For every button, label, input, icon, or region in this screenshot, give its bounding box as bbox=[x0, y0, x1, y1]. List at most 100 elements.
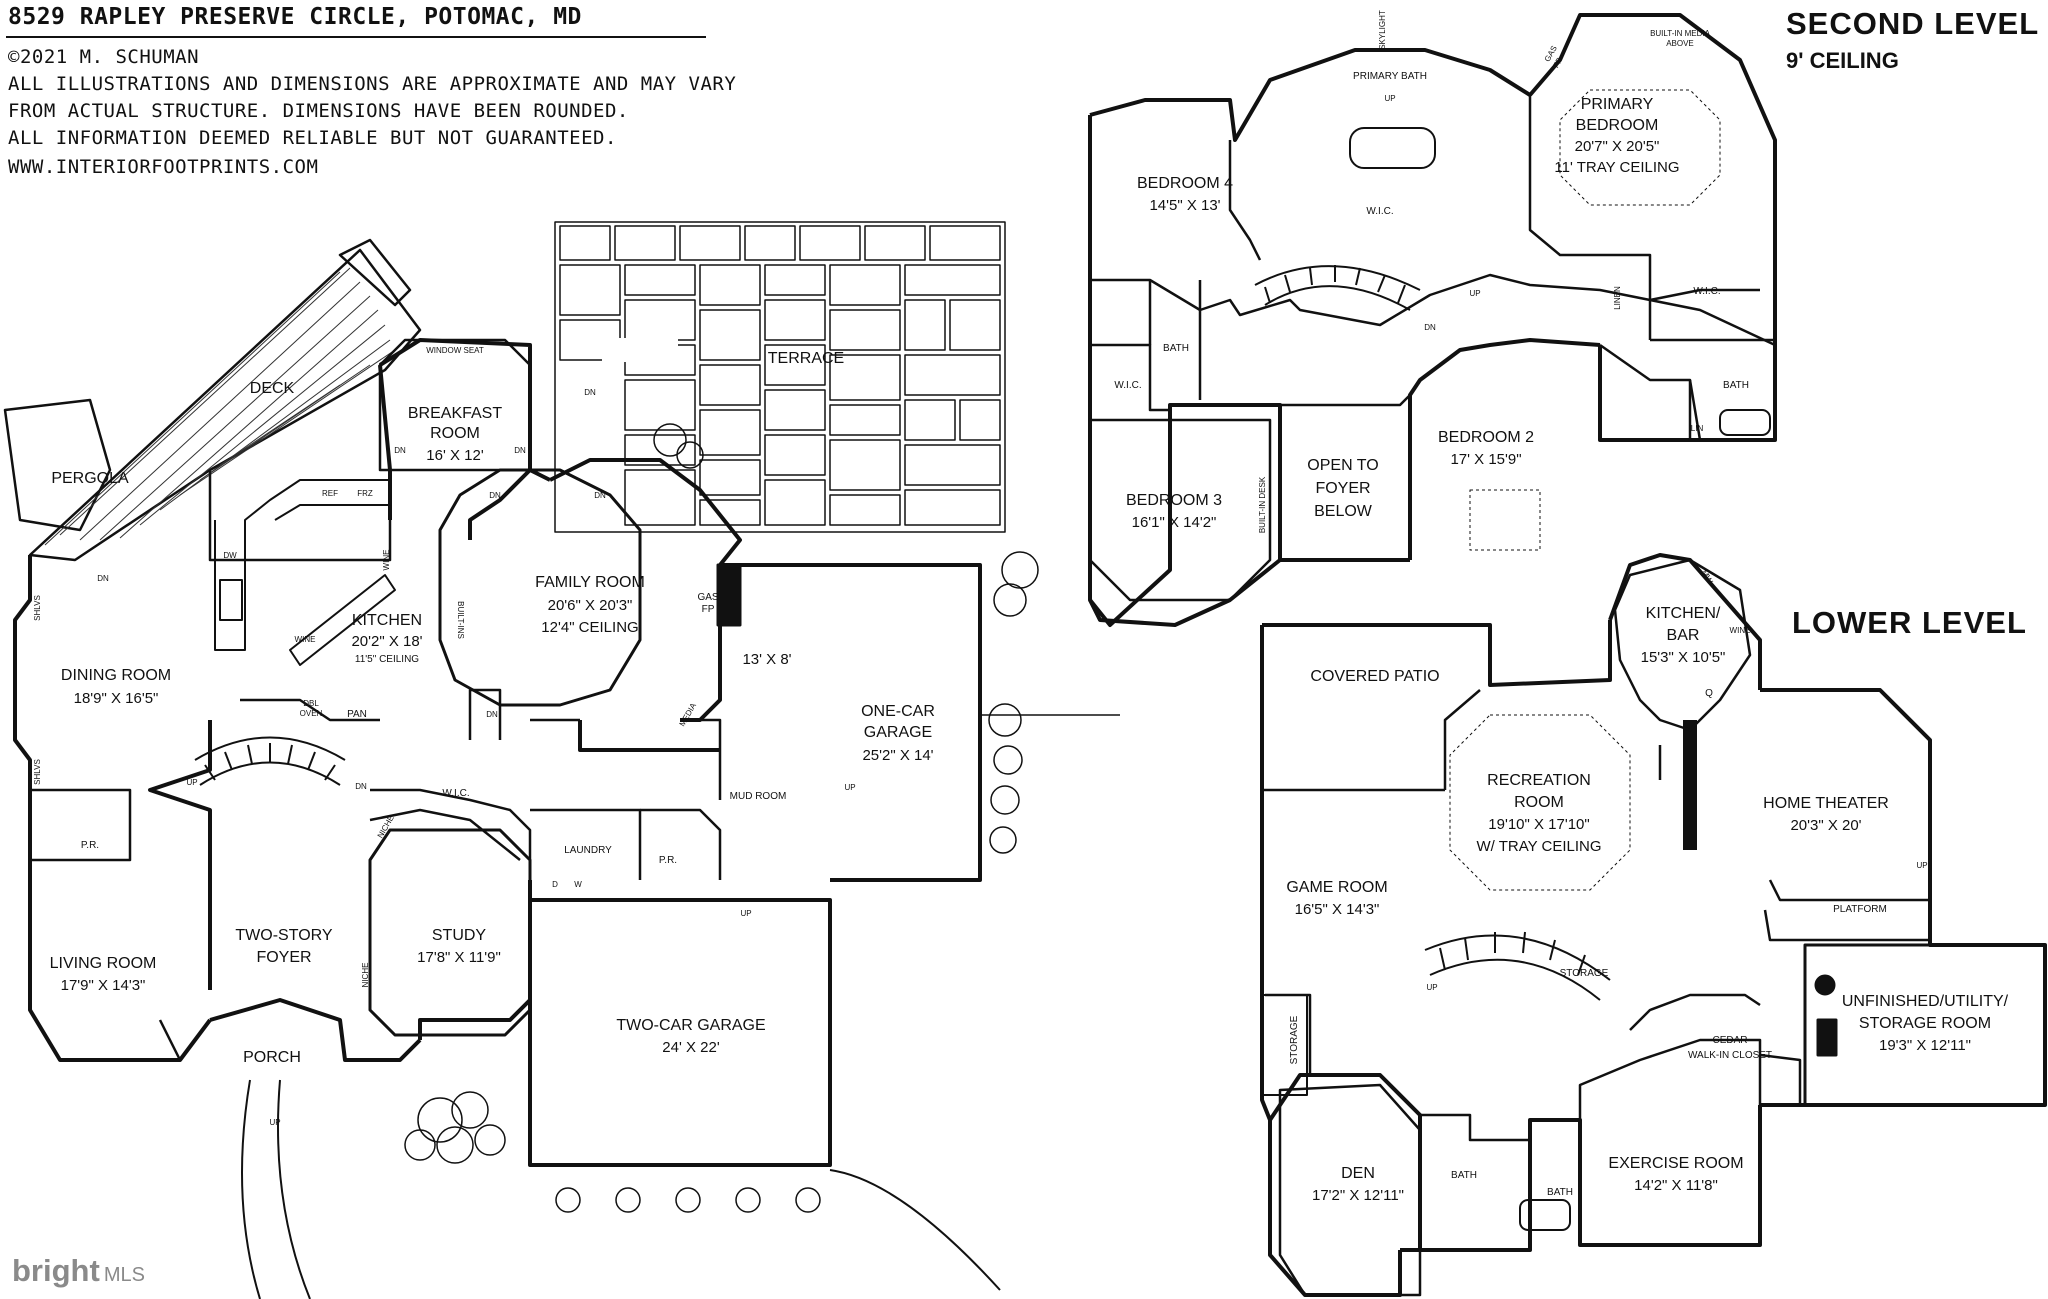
bed2-bath-label: BATH bbox=[1723, 380, 1749, 391]
main-level-interior bbox=[30, 470, 722, 1061]
breakfast-room-name-2: ROOM bbox=[430, 425, 480, 442]
lower-level-title: LOWER LEVEL bbox=[1792, 605, 2027, 640]
cedar-closet-label-2: WALK-IN CLOSET bbox=[1688, 1050, 1772, 1061]
study-outline bbox=[368, 828, 532, 1037]
family-room-octagon bbox=[438, 468, 642, 707]
window-seat-label: WINDOW SEAT bbox=[426, 346, 484, 355]
ref-label: REF bbox=[322, 489, 338, 498]
dw-label: DW bbox=[223, 551, 237, 560]
deck-label: DECK bbox=[250, 380, 295, 397]
two-car-garage-name: TWO-CAR GARAGE bbox=[616, 1017, 765, 1034]
dining-room-name: DINING ROOM bbox=[61, 667, 171, 684]
builtin-desk-label: BUILT-IN DESK bbox=[1258, 476, 1267, 533]
driveway-curve bbox=[829, 1169, 1001, 1291]
open-to-foyer-2: FOYER bbox=[1315, 480, 1370, 497]
covered-patio-label: COVERED PATIO bbox=[1310, 668, 1439, 685]
study-wic-label: W.I.C. bbox=[442, 788, 469, 799]
primary-bedroom-dim: 20'7" X 20'5" bbox=[1575, 138, 1660, 155]
primary-tray-ceiling bbox=[1559, 89, 1721, 206]
utility-room-outline bbox=[1803, 943, 2047, 1107]
disclaimer-line-2: FROM ACTUAL STRUCTURE. DIMENSIONS HAVE B… bbox=[8, 100, 629, 122]
two-car-garage-dim: 24' X 22' bbox=[662, 1039, 720, 1056]
deck-outline bbox=[3, 238, 422, 562]
family-dn-3: DN bbox=[486, 710, 498, 719]
utility-room-dim: 19'3" X 12'11" bbox=[1879, 1037, 1971, 1054]
one-car-garage-dim: 25'2" X 14' bbox=[862, 747, 933, 764]
header-rule bbox=[6, 36, 706, 38]
family-room-name: FAMILY ROOM bbox=[535, 574, 645, 591]
open-to-foyer-3: BELOW bbox=[1314, 503, 1373, 520]
rec-room-dim: 19'10" X 17'10" bbox=[1488, 816, 1589, 833]
second-level-title: SECOND LEVEL bbox=[1786, 6, 2040, 41]
utility-room-name-2: STORAGE ROOM bbox=[1859, 1015, 1991, 1032]
cedar-closet-label: CEDAR bbox=[1712, 1035, 1747, 1046]
porch-label: PORCH bbox=[243, 1049, 301, 1066]
second-level-stair bbox=[1254, 265, 1421, 311]
watermark-brand: bright bbox=[12, 1253, 100, 1288]
foyer-stair-dn: DN bbox=[355, 782, 367, 791]
primary-wic-label-2: W.I.C. bbox=[1693, 286, 1720, 297]
built-ins-label: BUILT-INS bbox=[456, 601, 465, 639]
bedroom4-dim: 14'5" X 13' bbox=[1149, 197, 1220, 214]
hall-bath-label: BATH bbox=[1163, 343, 1189, 354]
platform-up: UP bbox=[1916, 861, 1927, 870]
gas-fp-label: GAS bbox=[697, 592, 718, 603]
tub-up: UP bbox=[1384, 94, 1395, 103]
breakfast-outline bbox=[378, 338, 532, 472]
shelves-label-2: SHLVS bbox=[33, 759, 42, 785]
bedroom2-dim: 17' X 15'9" bbox=[1450, 451, 1521, 468]
exercise-room-name: EXERCISE ROOM bbox=[1608, 1155, 1743, 1172]
fireplace-block bbox=[716, 563, 742, 627]
kitchen-bar-name: KITCHEN/ bbox=[1646, 605, 1721, 622]
lower-bath-label-2: BATH bbox=[1547, 1187, 1573, 1198]
double-oven-label: DBL bbox=[303, 699, 319, 708]
lower-level-interior bbox=[1262, 689, 1930, 1142]
second-fp-label: FP bbox=[1551, 56, 1564, 69]
bedroom3-name: BEDROOM 3 bbox=[1126, 492, 1222, 509]
terrace-dn: DN bbox=[584, 388, 596, 397]
second-stair-up: UP bbox=[1469, 289, 1480, 298]
disclaimer-line-3: ALL INFORMATION DEEMED RELIABLE BUT NOT … bbox=[8, 127, 617, 149]
website-line: WWW.INTERIORFOOTPRINTS.COM bbox=[8, 156, 319, 178]
niche-label-2: NICHE bbox=[361, 963, 370, 988]
family-dn-2: DN bbox=[489, 491, 501, 500]
lower-storage-closet bbox=[1261, 994, 1308, 1096]
second-level-ceiling: 9' CEILING bbox=[1786, 48, 1899, 73]
bar-wine-label: WINE bbox=[1730, 626, 1751, 635]
bedroom3-dim: 16'1" X 14'2" bbox=[1132, 514, 1217, 531]
lower-stair-up: UP bbox=[1426, 983, 1437, 992]
bath-tub bbox=[1719, 409, 1771, 436]
exercise-room-dim: 14'2" X 11'8" bbox=[1634, 1177, 1718, 1194]
kitchen-bar-name-2: BAR bbox=[1667, 627, 1700, 644]
dryer-label: D bbox=[552, 880, 558, 889]
breakfast-room-dim: 16' X 12' bbox=[426, 447, 484, 464]
living-room-dim: 17'9" X 14'3" bbox=[61, 977, 146, 994]
kitchen-bar-dim: 15'3" X 10'5" bbox=[1641, 649, 1726, 666]
property-address: 8529 RAPLEY PRESERVE CIRCLE, POTOMAC, MD bbox=[8, 4, 582, 30]
foyer-stair bbox=[194, 736, 346, 786]
open-to-foyer-1: OPEN TO bbox=[1307, 457, 1378, 474]
bedroom4-name: BEDROOM 4 bbox=[1137, 175, 1233, 192]
terrace-pavers bbox=[554, 221, 1006, 533]
walkway-right bbox=[277, 1079, 311, 1299]
shelves-label-1: SHLVS bbox=[33, 595, 42, 621]
laundry-label: LAUNDRY bbox=[564, 845, 612, 856]
powder-room-label: P.R. bbox=[659, 855, 677, 866]
porch-up: UP bbox=[269, 1118, 280, 1127]
linen-label: LINEN bbox=[1613, 286, 1622, 310]
mud-up: UP bbox=[844, 783, 855, 792]
builtin-media-label-2: ABOVE bbox=[1666, 39, 1694, 48]
game-room-name: GAME ROOM bbox=[1286, 879, 1387, 896]
disclaimer-line-1: ALL ILLUSTRATIONS AND DIMENSIONS ARE APP… bbox=[8, 73, 737, 95]
skylight-label: SKYLIGHT bbox=[1378, 10, 1387, 50]
utility-tank bbox=[1814, 974, 1836, 996]
primary-wic-label: W.I.C. bbox=[1366, 206, 1393, 217]
pantry-label: PAN bbox=[347, 709, 367, 720]
one-car-garage-name: ONE-CAR bbox=[861, 703, 935, 720]
bedroom2-name: BEDROOM 2 bbox=[1438, 429, 1534, 446]
breakfast-dn: DN bbox=[394, 446, 406, 455]
breakfast-room-name: BREAKFAST bbox=[408, 405, 502, 422]
utility-room-name: UNFINISHED/UTILITY/ bbox=[1842, 993, 2009, 1010]
main-level-walls bbox=[13, 338, 982, 1167]
